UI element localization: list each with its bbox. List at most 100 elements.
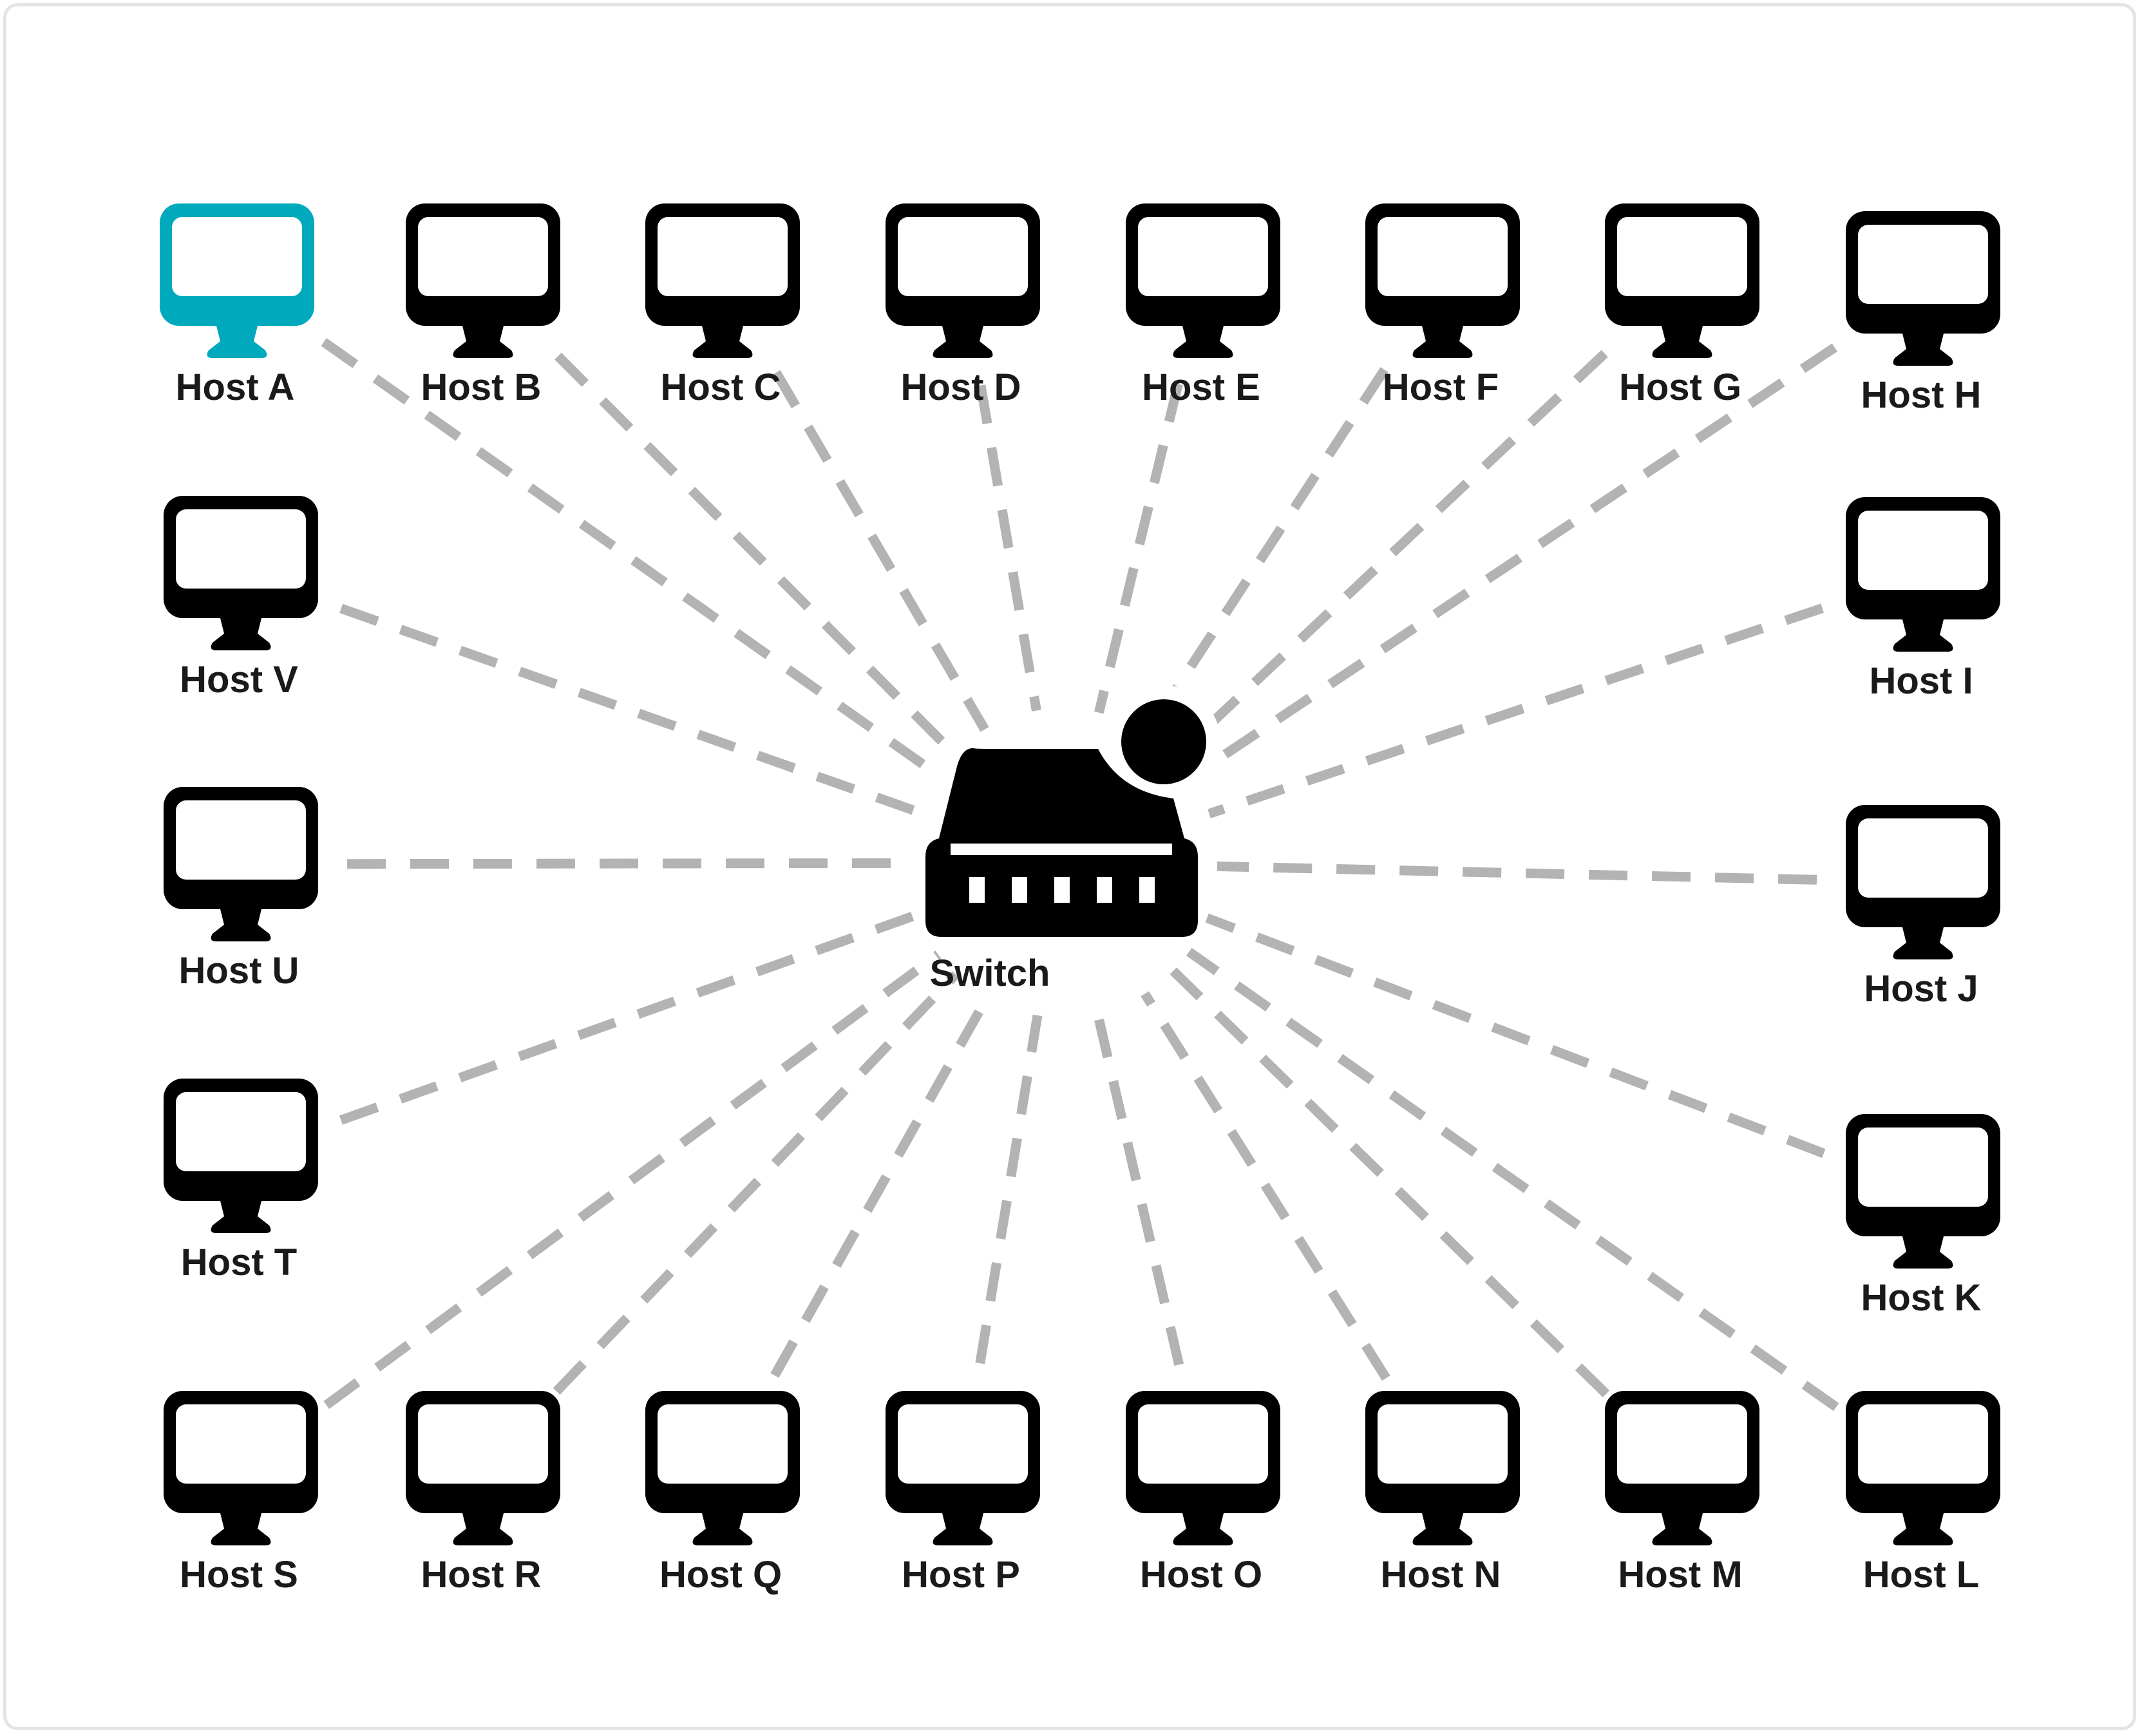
host-label: Host C: [661, 366, 781, 408]
link-host-e: [1094, 382, 1183, 714]
monitor-icon: [1605, 203, 1759, 358]
host-label: Host O: [1140, 1554, 1262, 1596]
host-k[interactable]: Host K: [1846, 1114, 2000, 1319]
switch-body: [925, 748, 1198, 937]
switch-ports: [969, 877, 1155, 903]
host-label: Host E: [1142, 366, 1260, 408]
link-host-k: [1205, 913, 1826, 1158]
link-host-q: [770, 995, 992, 1378]
host-h[interactable]: Host H: [1846, 211, 2000, 416]
host-label: Host A: [176, 366, 295, 408]
status-dot-fill: [1121, 699, 1206, 784]
host-label: Host M: [1618, 1554, 1742, 1596]
switch-faceplate-line: [951, 844, 1172, 855]
monitor-icon: [645, 203, 800, 358]
monitor-icon: [164, 787, 318, 941]
host-label: Host F: [1383, 366, 1499, 408]
link-host-o: [1092, 1012, 1184, 1366]
host-p[interactable]: Host P: [886, 1391, 1040, 1596]
monitor-icon: [1126, 1391, 1280, 1545]
host-d[interactable]: Host D: [886, 203, 1040, 408]
host-f[interactable]: Host F: [1365, 203, 1520, 408]
link-host-f: [1142, 367, 1389, 737]
link-host-c: [772, 370, 989, 732]
link-host-j: [1217, 861, 1817, 885]
host-m[interactable]: Host M: [1605, 1391, 1759, 1596]
monitor-icon: [1846, 1114, 2000, 1269]
monitor-icon: [645, 1391, 800, 1545]
host-c[interactable]: Host C: [645, 203, 800, 408]
host-label: Host J: [1864, 968, 1978, 1010]
monitor-icon: [160, 203, 314, 358]
host-o[interactable]: Host O: [1126, 1391, 1280, 1596]
host-nodes: Host A Host B Host C Host D Host E Host F Host…: [160, 203, 2000, 1596]
switch-port: [1054, 877, 1070, 903]
link-host-t: [339, 910, 919, 1125]
host-a[interactable]: Host A: [160, 203, 314, 408]
host-label: Host S: [180, 1554, 298, 1596]
host-g[interactable]: Host G: [1605, 203, 1759, 408]
host-j[interactable]: Host J: [1846, 805, 2000, 1010]
link-host-l: [1186, 947, 1839, 1411]
monitor-icon: [886, 1391, 1040, 1545]
host-n[interactable]: Host N: [1365, 1391, 1520, 1596]
monitor-icon: [1365, 203, 1520, 358]
monitor-icon: [164, 1391, 318, 1545]
link-host-g: [1171, 350, 1608, 761]
monitor-icon: [1365, 1391, 1520, 1545]
host-u[interactable]: Host U: [164, 787, 318, 992]
host-label: Host N: [1381, 1554, 1501, 1596]
switch-port: [1012, 877, 1027, 903]
monitor-icon: [1846, 497, 2000, 652]
host-l[interactable]: Host L: [1846, 1391, 2000, 1596]
link-host-r: [553, 971, 960, 1395]
switch-node[interactable]: Switch: [925, 685, 1220, 994]
monitor-icon: [1846, 211, 2000, 366]
host-s[interactable]: Host S: [164, 1391, 318, 1596]
switch-port: [1097, 877, 1112, 903]
monitor-icon: [1126, 203, 1280, 358]
switch-port: [969, 877, 985, 903]
host-label: Host V: [180, 659, 298, 701]
host-label: Host H: [1861, 374, 1982, 416]
host-label: Host T: [181, 1241, 297, 1283]
monitor-icon: [1846, 805, 2000, 959]
monitor-icon: [1846, 1391, 2000, 1545]
link-host-i: [1208, 603, 1824, 818]
switch-port: [1139, 877, 1155, 903]
link-host-m: [1170, 967, 1610, 1398]
host-q[interactable]: Host Q: [645, 1391, 800, 1596]
switch-label: Switch: [930, 952, 1050, 994]
link-host-p: [975, 1014, 1043, 1364]
network-switch-icon: [925, 685, 1220, 937]
connection-links: [321, 337, 1839, 1411]
host-label: Host R: [421, 1554, 542, 1596]
host-label: Host K: [1861, 1277, 1982, 1319]
monitor-icon: [406, 203, 560, 358]
host-i[interactable]: Host I: [1846, 497, 2000, 702]
link-host-b: [554, 352, 958, 757]
link-host-v: [339, 603, 919, 816]
host-label: Host L: [1863, 1554, 1979, 1596]
host-label: Host Q: [659, 1554, 782, 1596]
monitor-icon: [886, 203, 1040, 358]
host-r[interactable]: Host R: [406, 1391, 560, 1596]
link-host-h: [1188, 343, 1837, 781]
host-label: Host U: [179, 950, 299, 992]
host-label: Host G: [1619, 366, 1741, 408]
link-host-d: [976, 384, 1041, 712]
monitor-icon: [164, 496, 318, 650]
host-b[interactable]: Host B: [406, 203, 560, 408]
host-label: Host D: [901, 366, 1021, 408]
host-label: Host P: [902, 1554, 1020, 1596]
monitor-icon: [164, 1079, 318, 1233]
link-host-n: [1141, 991, 1390, 1381]
link-host-a: [321, 337, 940, 778]
host-label: Host B: [421, 366, 542, 408]
host-v[interactable]: Host V: [164, 496, 318, 701]
host-t[interactable]: Host T: [164, 1079, 318, 1283]
link-host-s: [323, 950, 942, 1410]
host-e[interactable]: Host E: [1126, 203, 1280, 408]
monitor-icon: [1605, 1391, 1759, 1545]
